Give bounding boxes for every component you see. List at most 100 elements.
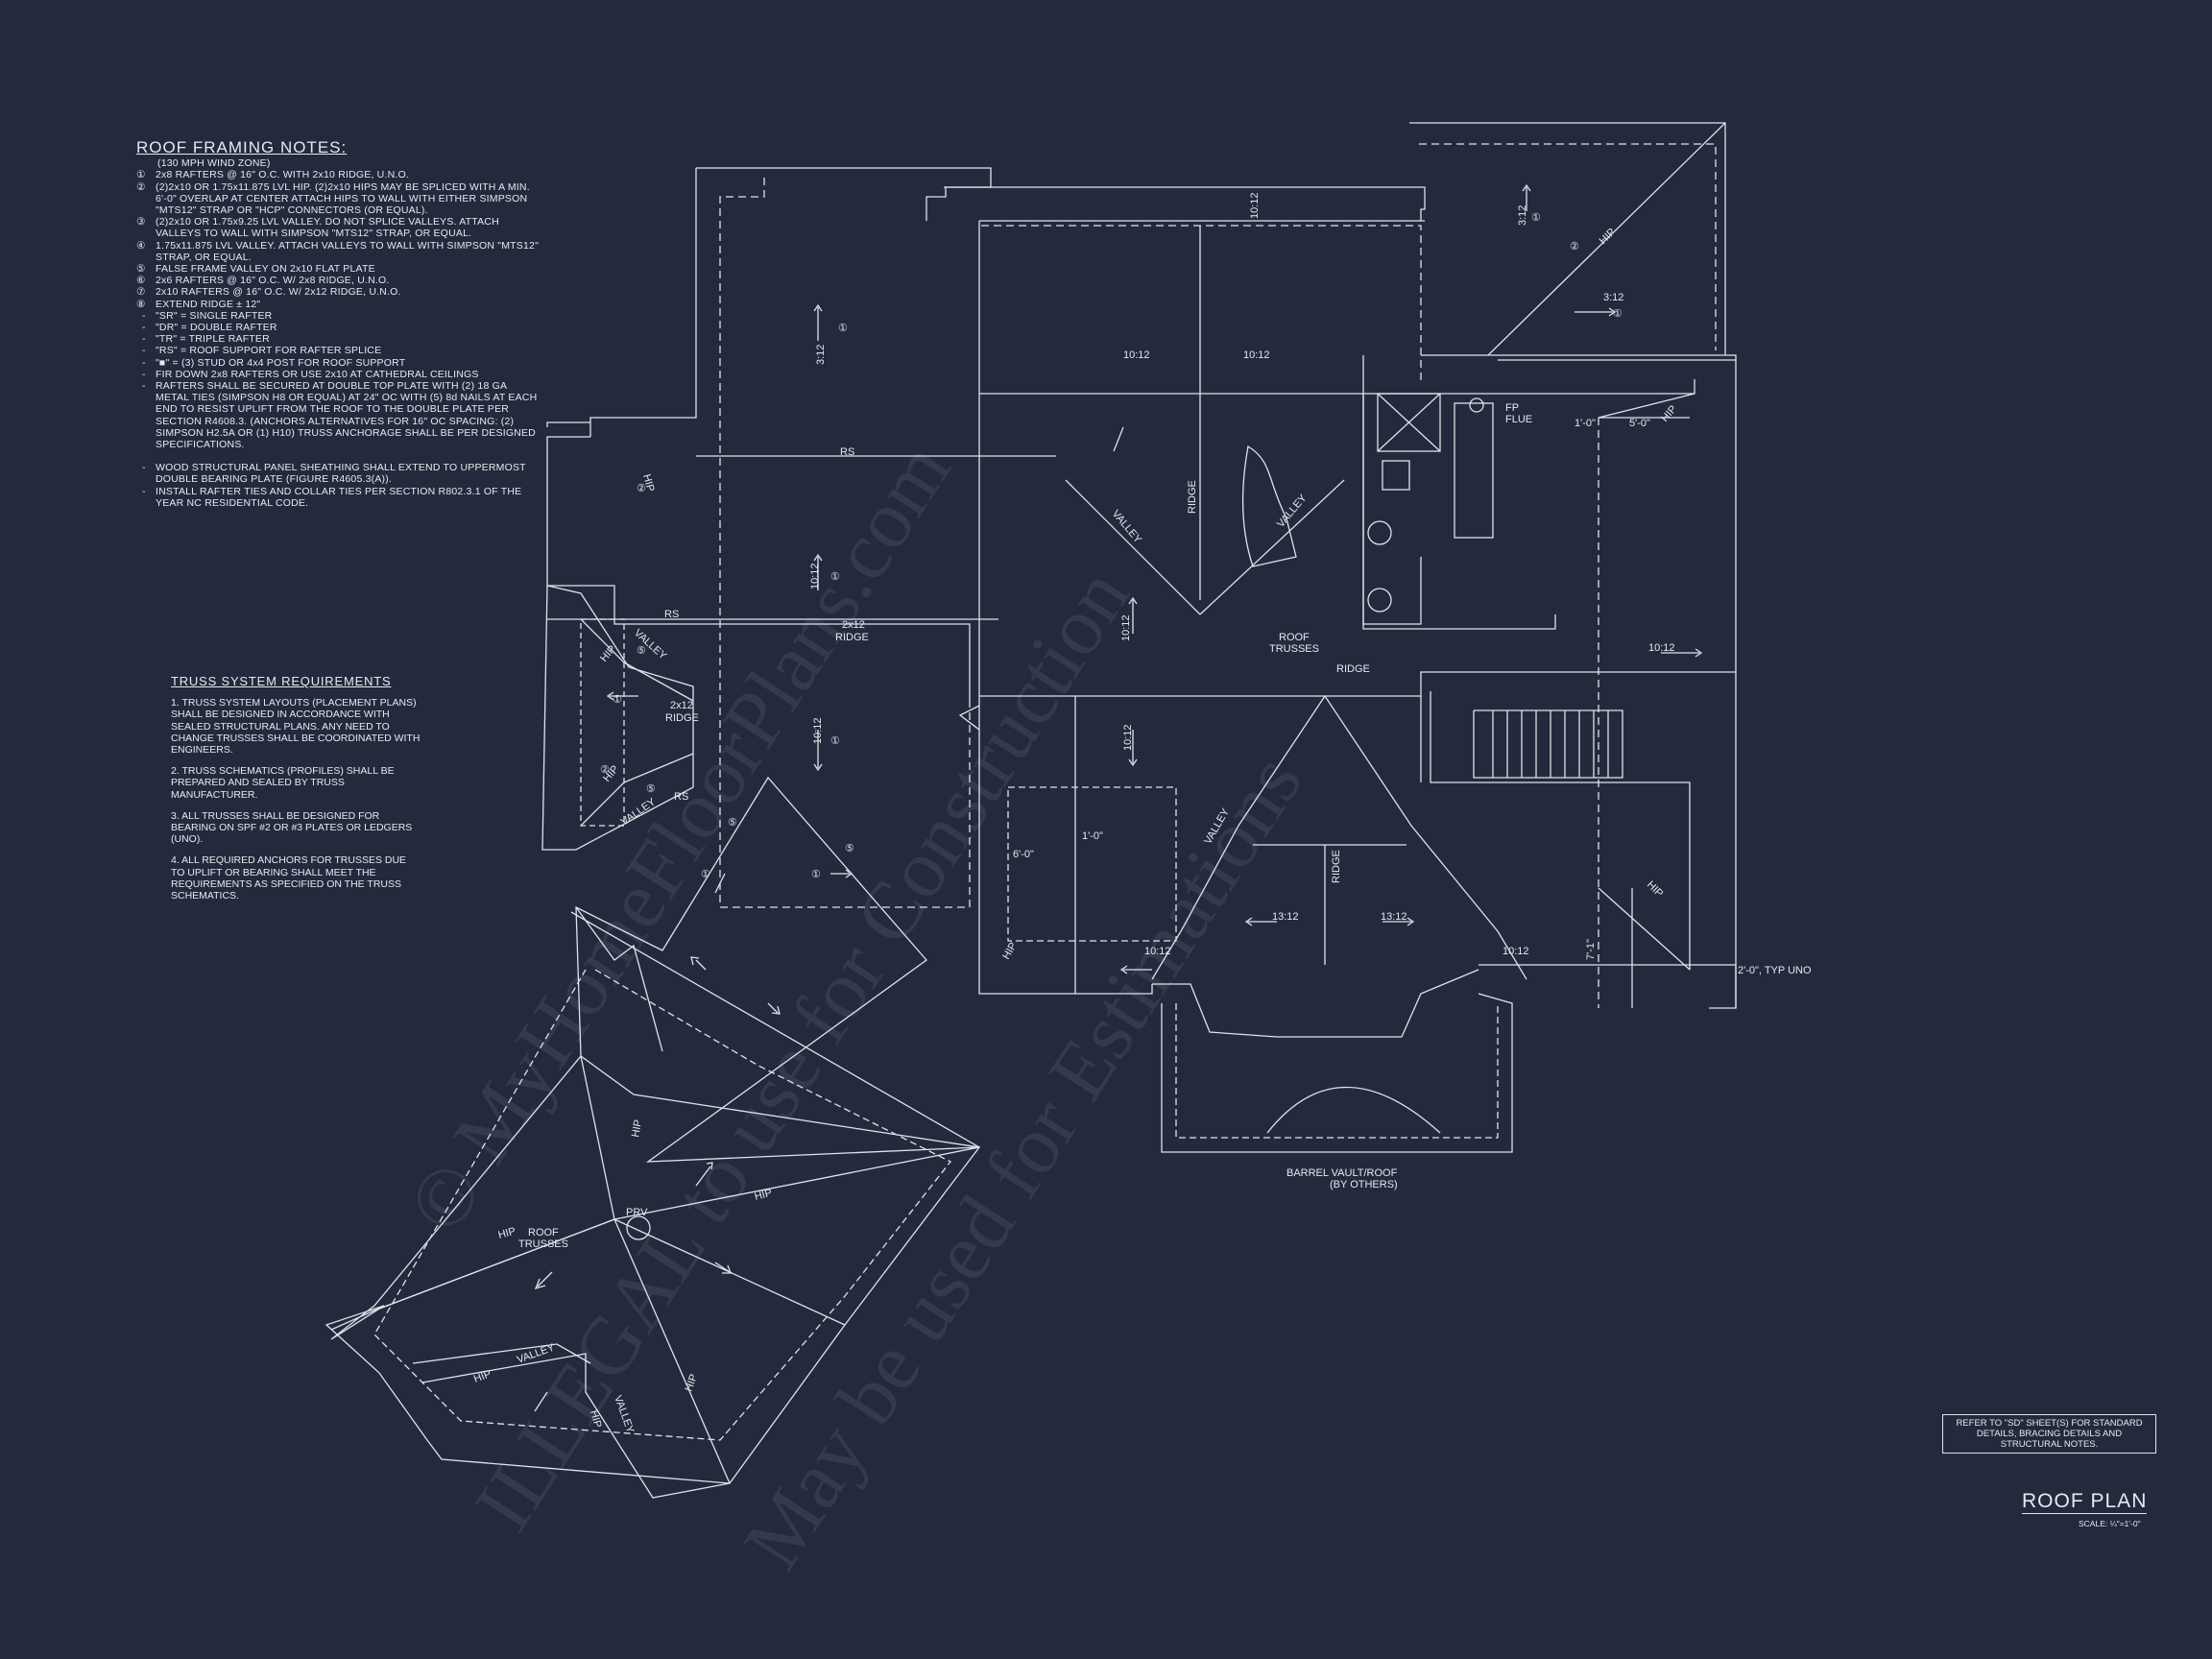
bullet-rs: -"RS" = ROOF SUPPORT FOR RAFTER SPLICE <box>142 345 382 357</box>
stairs <box>1473 709 1623 779</box>
hip-label: HIP <box>472 1368 493 1385</box>
bathroom <box>1362 393 1494 625</box>
bullet-rafter-ties: -RAFTERS SHALL BE SECURED AT DOUBLE TOP … <box>142 380 538 451</box>
ridge-size-label: 2x12 <box>842 619 865 631</box>
rafter-note-circle: ① <box>830 571 840 583</box>
rafter-note-circle: ① <box>613 694 622 706</box>
hip-label: HIP <box>630 1118 644 1138</box>
hip-label: HIP <box>1598 227 1618 247</box>
plan-title: ROOF PLAN <box>2022 1490 2148 1514</box>
pitch-label: 3:12 <box>815 345 827 365</box>
watermark: © MyHomeFloorPlans.com ILLEGAL to use fo… <box>389 426 1319 1584</box>
watermark-line-1: © MyHomeFloorPlans.com <box>389 426 968 1248</box>
barrel-vault-label: (BY OTHERS) <box>1330 1179 1398 1190</box>
prv-label: PRV <box>626 1207 648 1218</box>
bullet-post: -"■" = (3) STUD OR 4x4 POST FOR ROOF SUP… <box>142 356 406 369</box>
hip-label: HIP <box>754 1188 774 1203</box>
ridge-label: RIDGE <box>835 632 869 643</box>
truss-requirements-title: TRUSS SYSTEM REQUIREMENTS <box>171 674 392 688</box>
note-3: ③(2)2x10 OR 1.75x9.25 LVL VALLEY. DO NOT… <box>136 216 499 240</box>
pitch-label: 10:12 <box>1503 946 1529 957</box>
bullet-sheathing: -WOOD STRUCTURAL PANEL SHEATHING SHALL E… <box>142 462 526 486</box>
rafter-note-circle: ① <box>701 869 710 880</box>
valley-note-circle: ⑤ <box>728 817 737 829</box>
ridge-label: RIDGE <box>1336 663 1370 675</box>
rs-label: RS <box>674 791 688 803</box>
fireplace-flue-label: FLUE <box>1505 414 1532 425</box>
truss-item-3: 3. ALL TRUSSES SHALL BE DESIGNED FOR BEA… <box>171 809 413 846</box>
valley-note-circle: ⑤ <box>845 843 854 854</box>
pitch-label: 10:12 <box>1122 724 1134 751</box>
ridge-label: RIDGE <box>665 712 699 724</box>
slope-arrows <box>534 183 1703 1412</box>
fireplace-flue-label: FP <box>1505 402 1519 414</box>
hip-note-circle: ② <box>600 764 610 776</box>
truss-requirements: TRUSS SYSTEM REQUIREMENTS 1. TRUSS SYSTE… <box>171 674 421 911</box>
pitch-label: 10:12 <box>1648 642 1675 654</box>
pitch-label: 10:12 <box>809 563 821 589</box>
rs-label: RS <box>840 446 854 458</box>
ridge-label: RIDGE <box>1331 850 1342 883</box>
roof-trusses-label: TRUSSES <box>1269 643 1319 655</box>
pitch-label: 10:12 <box>812 717 824 744</box>
roof-framing-notes-title: ROOF FRAMING NOTES: <box>136 138 348 156</box>
angled-wing <box>325 776 981 1499</box>
bullet-tr: -"TR" = TRIPLE RAFTER <box>142 333 270 346</box>
wind-zone-note: (130 MPH WIND ZONE) <box>157 157 271 170</box>
roof-framing-notes: ROOF FRAMING NOTES: (130 MPH WIND ZONE) … <box>136 138 540 509</box>
barrel-vault-label: BARREL VAULT/ROOF <box>1286 1167 1398 1179</box>
watermark-line-3: May be used for Estimations <box>725 738 1319 1585</box>
bullet-fir-down: -FIR DOWN 2x8 RAFTERS OR USE 2x10 AT CAT… <box>142 368 479 380</box>
pitch-label: 10:12 <box>1120 614 1132 641</box>
pitch-label: 10:12 <box>1123 349 1150 361</box>
pitch-label: 10:12 <box>1243 349 1270 361</box>
pitch-label: 10:12 <box>1144 946 1171 957</box>
bullet-sr: -"SR" = SINGLE RAFTER <box>142 309 273 322</box>
dimension-label: 5'-0" <box>1629 418 1650 429</box>
dimension-label: 7'-1" <box>1585 939 1597 960</box>
rafter-note-circle: ① <box>838 323 848 334</box>
rafter-note-circle: ① <box>1613 308 1623 320</box>
pitch-label: 13:12 <box>1272 911 1299 923</box>
roof-outline <box>325 122 1737 1499</box>
pitch-label: 13:12 <box>1381 911 1407 923</box>
hip-label: HIP <box>1659 403 1679 424</box>
dimension-label: 6'-0" <box>1013 849 1034 860</box>
bullet-collar-ties: -INSTALL RAFTER TIES AND COLLAR TIES PER… <box>142 485 522 509</box>
pitch-label: 3:12 <box>1517 205 1528 226</box>
roof-trusses-label: ROOF <box>528 1227 559 1238</box>
hip-label: HIP <box>1000 941 1020 962</box>
plan-scale: SCALE: ¼"=1'-0" <box>2079 1519 2141 1528</box>
rafter-note-circle: ① <box>1531 212 1541 224</box>
ridge-size-label: 2x12 <box>670 700 693 711</box>
roof-trusses-label: ROOF <box>1279 632 1310 643</box>
valley-label: VALLEY <box>1275 492 1310 529</box>
rafter-note-circle: ① <box>830 735 840 747</box>
hip-label: HIP <box>640 473 656 493</box>
truss-item-1: 1. TRUSS SYSTEM LAYOUTS (PLACEMENT PLANS… <box>171 697 421 757</box>
dimension-label: 1'-0" <box>1082 830 1103 842</box>
reference-note-box: REFER TO "SD" SHEET(S) FOR STANDARD DETA… <box>1942 1414 2156 1454</box>
bullet-dr: -"DR" = DOUBLE RAFTER <box>142 322 277 334</box>
rafter-note-circle: ① <box>811 869 821 880</box>
note-2: ②(2)2x10 OR 1.75x11.875 LVL HIP. (2)2x10… <box>136 180 530 217</box>
truss-item-4: 4. ALL REQUIRED ANCHORS FOR TRUSSES DUE … <box>171 854 407 902</box>
roof-trusses-label: TRUSSES <box>518 1238 568 1250</box>
truss-item-2: 2. TRUSS SCHEMATICS (PROFILES) SHALL BE … <box>171 765 395 801</box>
hip-label: HIP <box>684 1373 701 1393</box>
rs-label: RS <box>664 609 679 620</box>
dimension-label: 2'-0", TYP UNO <box>1738 965 1812 976</box>
valley-note-circle: ⑤ <box>646 783 656 795</box>
hip-note-circle: ② <box>1570 241 1579 252</box>
pitch-label: 3:12 <box>1603 292 1623 303</box>
hip-label: HIP <box>1645 879 1665 900</box>
hip-label: HIP <box>588 1409 603 1430</box>
pitch-label: 10:12 <box>1249 192 1261 219</box>
